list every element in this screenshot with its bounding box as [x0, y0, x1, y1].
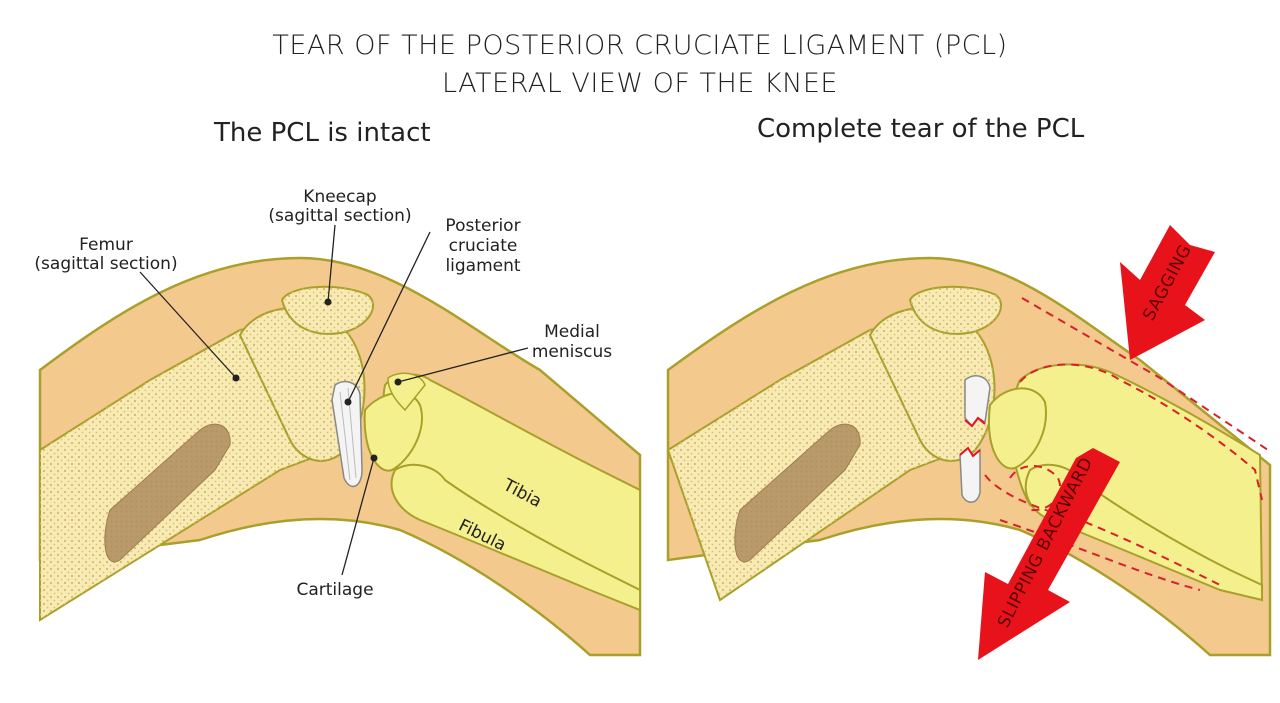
right-knee: SAGGING SLIPPING BACKWARD	[666, 225, 1272, 660]
label-kneecap-1: Kneecap	[303, 187, 376, 207]
left-panel-title: The PCL is intact	[214, 118, 431, 148]
label-pcl-1: Posterior	[445, 216, 520, 236]
label-femur-2: (sagittal section)	[34, 254, 177, 274]
right-cartilage	[988, 387, 1047, 470]
diagram-title-line-2: LATERAL VIEW OF THE KNEE	[442, 68, 838, 99]
label-pcl-3: ligament	[445, 256, 520, 276]
left-knee: Kneecap (sagittal section) Femur (sagitt…	[34, 187, 642, 657]
diagram-title-line-1: TEAR OF THE POSTERIOR CRUCIATE LIGAMENT …	[272, 30, 1008, 61]
right-panel-title: Complete tear of the PCL	[757, 114, 1085, 144]
label-cartilage: Cartilage	[296, 580, 373, 600]
label-meniscus-2: meniscus	[532, 342, 612, 362]
label-kneecap-2: (sagittal section)	[268, 206, 411, 226]
label-meniscus-1: Medial	[544, 322, 600, 342]
left-fibula	[390, 463, 641, 612]
label-pcl-2: cruciate	[449, 236, 518, 256]
original-position-outline	[984, 297, 1269, 591]
label-femur-1: Femur	[79, 235, 133, 255]
right-pcl-torn-lower	[959, 446, 981, 503]
sagging-arrow: SAGGING	[1120, 225, 1215, 360]
